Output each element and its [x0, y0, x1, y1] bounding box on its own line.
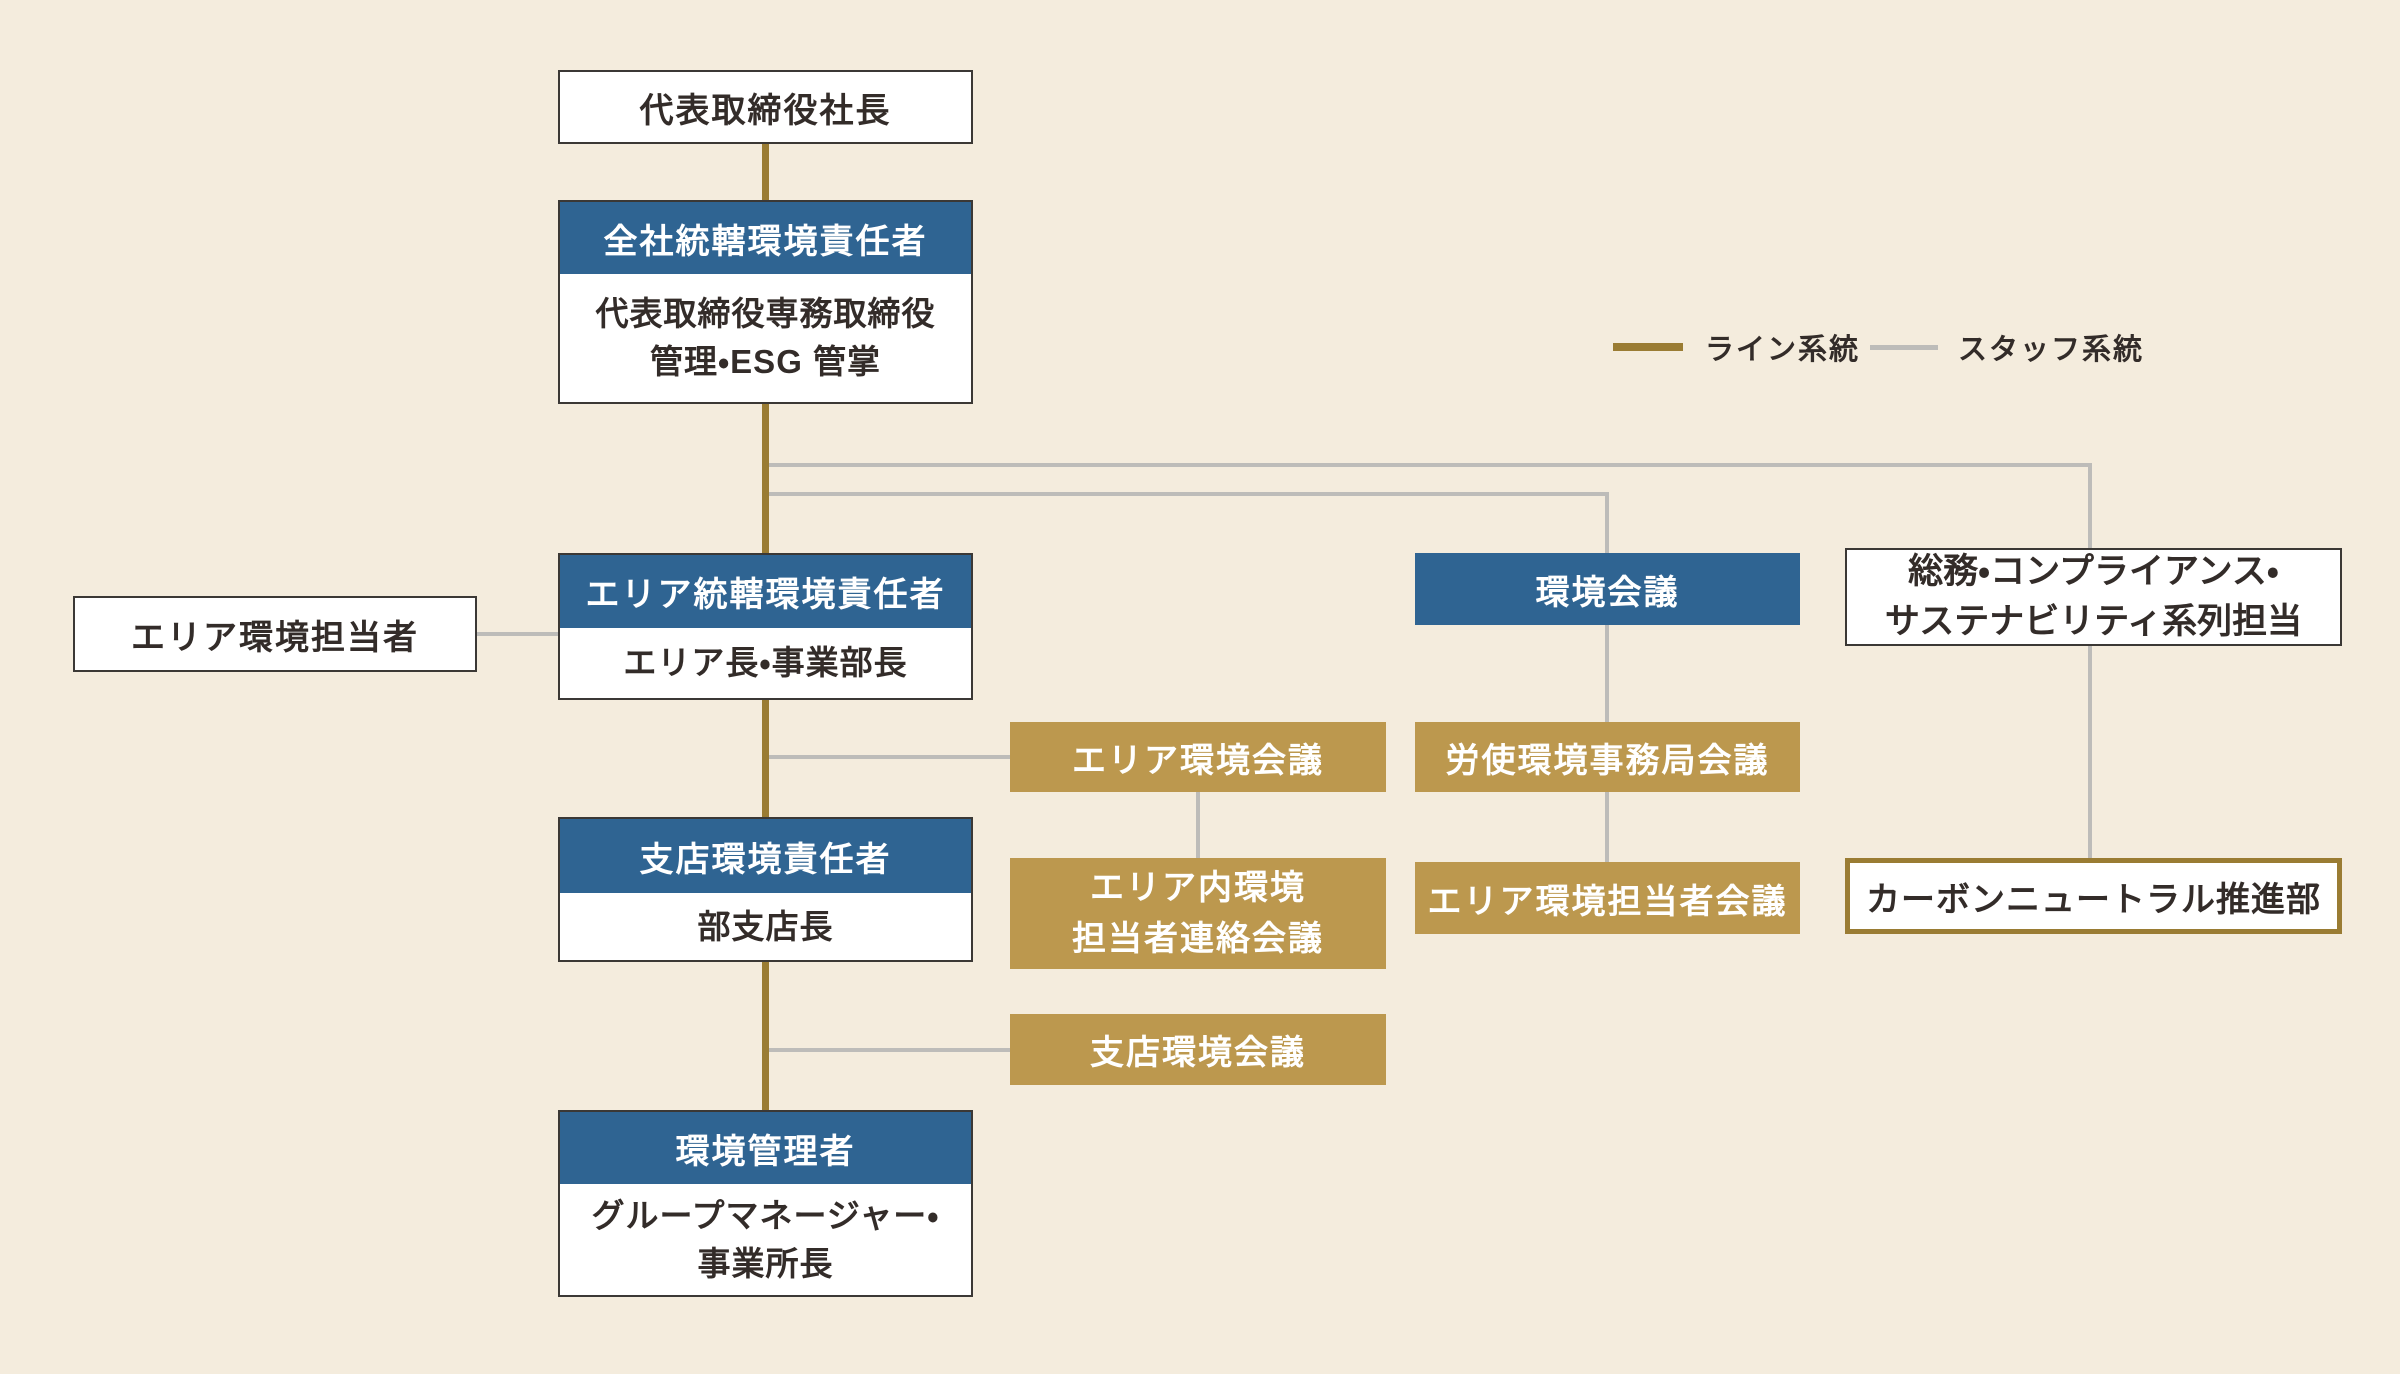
connector-general-affairs-to-carbon	[2088, 646, 2092, 858]
node-env-conference-title: 環境会議	[1535, 573, 1680, 612]
node-env-manager-body-line1: グループマネージャー・	[591, 1196, 940, 1234]
connector-top-to-general-affairs-v	[2088, 463, 2092, 548]
node-branch-env-conference-title: 支店環境会議	[1090, 1034, 1306, 1072]
node-branch-env-officer-body-line1: 部支店長	[697, 907, 834, 945]
connector-top-to-general-affairs-h	[765, 463, 2092, 467]
node-env-manager: 環境管理者 グループマネージャー・ 事業所長	[558, 1110, 973, 1297]
node-area-env-staff-conference: エリア環境担当者会議	[1415, 862, 1800, 934]
connector-top-to-env-conference-h	[765, 492, 1609, 496]
legend-staff-swatch	[1870, 344, 1938, 350]
node-general-affairs-line2: サステナビリティ系列担当	[1884, 602, 2303, 641]
node-area-env-liaison-conference: エリア内環境 担当者連絡会議	[1010, 858, 1386, 969]
node-general-affairs-line1: 総務・コンプライアンス・	[1908, 552, 2279, 592]
node-branch-env-officer-body: 部支店長	[560, 893, 971, 960]
connector-area-officer-to-area-conference	[765, 755, 1010, 759]
node-president-title: 代表取締役社長	[639, 91, 892, 130]
node-carbon-neutral-dept-title: カーボンニュートラル推進部	[1866, 880, 2321, 919]
node-area-env-staff-title: エリア環境担当者	[131, 618, 419, 657]
node-company-env-officer-body-line2: 管理・ESG 管掌	[649, 343, 882, 380]
node-company-env-officer-body-line1: 代表取締役専務取締役	[595, 295, 936, 333]
node-labor-env-secretariat-conference-title: 労使環境事務局会議	[1445, 741, 1770, 780]
connector-area-staff-to-area-officer	[477, 632, 560, 636]
node-company-env-officer-body: 代表取締役専務取締役 管理・ESG 管掌	[560, 274, 971, 402]
node-area-env-liaison-conference-line2: 担当者連絡会議	[1072, 919, 1324, 958]
connector-env-conference-to-labor	[1605, 625, 1609, 722]
node-env-manager-body: グループマネージャー・ 事業所長	[560, 1184, 971, 1295]
node-env-conference: 環境会議	[1415, 553, 1800, 625]
legend-line-label: ライン系統	[1705, 334, 1861, 366]
node-area-env-staff: エリア環境担当者	[73, 596, 477, 672]
node-env-manager-body-line2: 事業所長	[697, 1244, 834, 1282]
node-area-env-conference-title: エリア環境会議	[1072, 741, 1324, 780]
node-general-affairs: 総務・コンプライアンス・ サステナビリティ系列担当	[1845, 548, 2342, 646]
node-area-env-officer-body-line1: エリア長・事業部長	[623, 644, 908, 682]
node-branch-env-officer-header: 支店環境責任者	[560, 819, 971, 893]
connector-top-to-env-conference-v	[1605, 492, 1609, 553]
node-area-env-officer-header: エリア統轄環境責任者	[560, 555, 971, 628]
node-labor-env-secretariat-conference: 労使環境事務局会議	[1415, 722, 1800, 792]
node-env-manager-header: 環境管理者	[560, 1112, 971, 1184]
node-area-env-officer: エリア統轄環境責任者 エリア長・事業部長	[558, 553, 973, 700]
connector-branch-officer-to-branch-conference	[765, 1048, 1010, 1052]
node-carbon-neutral-dept: カーボンニュートラル推進部	[1845, 858, 2342, 934]
node-area-env-staff-conference-title: エリア環境担当者会議	[1427, 882, 1788, 921]
node-company-env-officer-header: 全社統轄環境責任者	[560, 202, 971, 274]
node-branch-env-conference: 支店環境会議	[1010, 1014, 1386, 1085]
legend-line-swatch	[1613, 343, 1683, 351]
connector-area-conference-to-liaison	[1196, 792, 1200, 858]
legend-staff-label: スタッフ系統	[1958, 334, 2145, 366]
node-area-env-liaison-conference-line1: エリア内環境	[1090, 868, 1306, 907]
legend-line-system: ライン系統	[1613, 330, 1860, 366]
node-area-env-conference: エリア環境会議	[1010, 722, 1386, 792]
node-area-env-officer-body: エリア長・事業部長	[560, 628, 971, 698]
node-president: 代表取締役社長	[558, 70, 973, 144]
node-branch-env-officer: 支店環境責任者 部支店長	[558, 817, 973, 962]
connector-labor-to-area-staff-conference	[1605, 792, 1609, 862]
legend-staff-system: スタッフ系統	[1870, 330, 2144, 366]
node-company-env-officer: 全社統轄環境責任者 代表取締役専務取締役 管理・ESG 管掌	[558, 200, 973, 404]
